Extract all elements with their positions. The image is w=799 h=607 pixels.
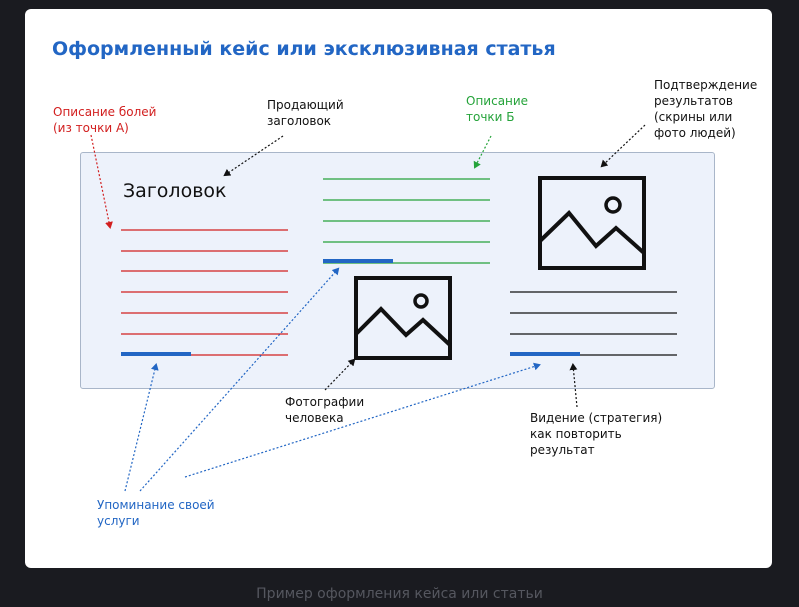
pains-text-lines: [121, 229, 288, 356]
slide-title: Оформленный кейс или эксклюзивная статья: [52, 38, 556, 60]
service-mention-bar-2: [323, 259, 393, 263]
point-b-text-lines: [323, 178, 490, 264]
confirmation-arrow: [600, 124, 646, 168]
service-mention-bar-1: [121, 352, 191, 356]
label-point-b: Описание точки Б: [466, 94, 529, 124]
person-photo-arrow: [324, 358, 356, 391]
label-service-mention: Упоминание своей услуги: [97, 498, 215, 528]
mockup-heading: Заголовок: [123, 180, 227, 202]
slide-card: Оформленный кейс или эксклюзивная статья…: [25, 9, 772, 568]
label-vision: Видение (стратегия) как повторить резуль…: [530, 411, 663, 457]
person-photo-image-icon: [354, 276, 452, 360]
mockup-graphics: [90, 124, 677, 492]
mention-arrow-3: [184, 362, 541, 478]
label-selling-headline: Продающий заголовок: [267, 98, 344, 128]
mention-arrow-1: [124, 363, 159, 492]
headline-arrow: [223, 135, 284, 177]
label-confirmation: Подтверждение результатов (скрины или фо…: [654, 78, 758, 140]
label-person-photos: Фотографии человека: [285, 395, 365, 425]
mention-arrow-2: [139, 267, 340, 492]
slide-caption: Пример оформления кейса или статьи: [256, 586, 543, 602]
vision-arrow: [569, 363, 578, 408]
results-photo-image-icon: [538, 176, 646, 270]
pains-arrow: [90, 134, 113, 229]
vision-text-lines: [510, 291, 677, 356]
point-b-arrow: [473, 135, 492, 169]
label-pains: Описание болей (из точки А): [53, 105, 157, 135]
service-mention-bar-3: [510, 352, 580, 356]
